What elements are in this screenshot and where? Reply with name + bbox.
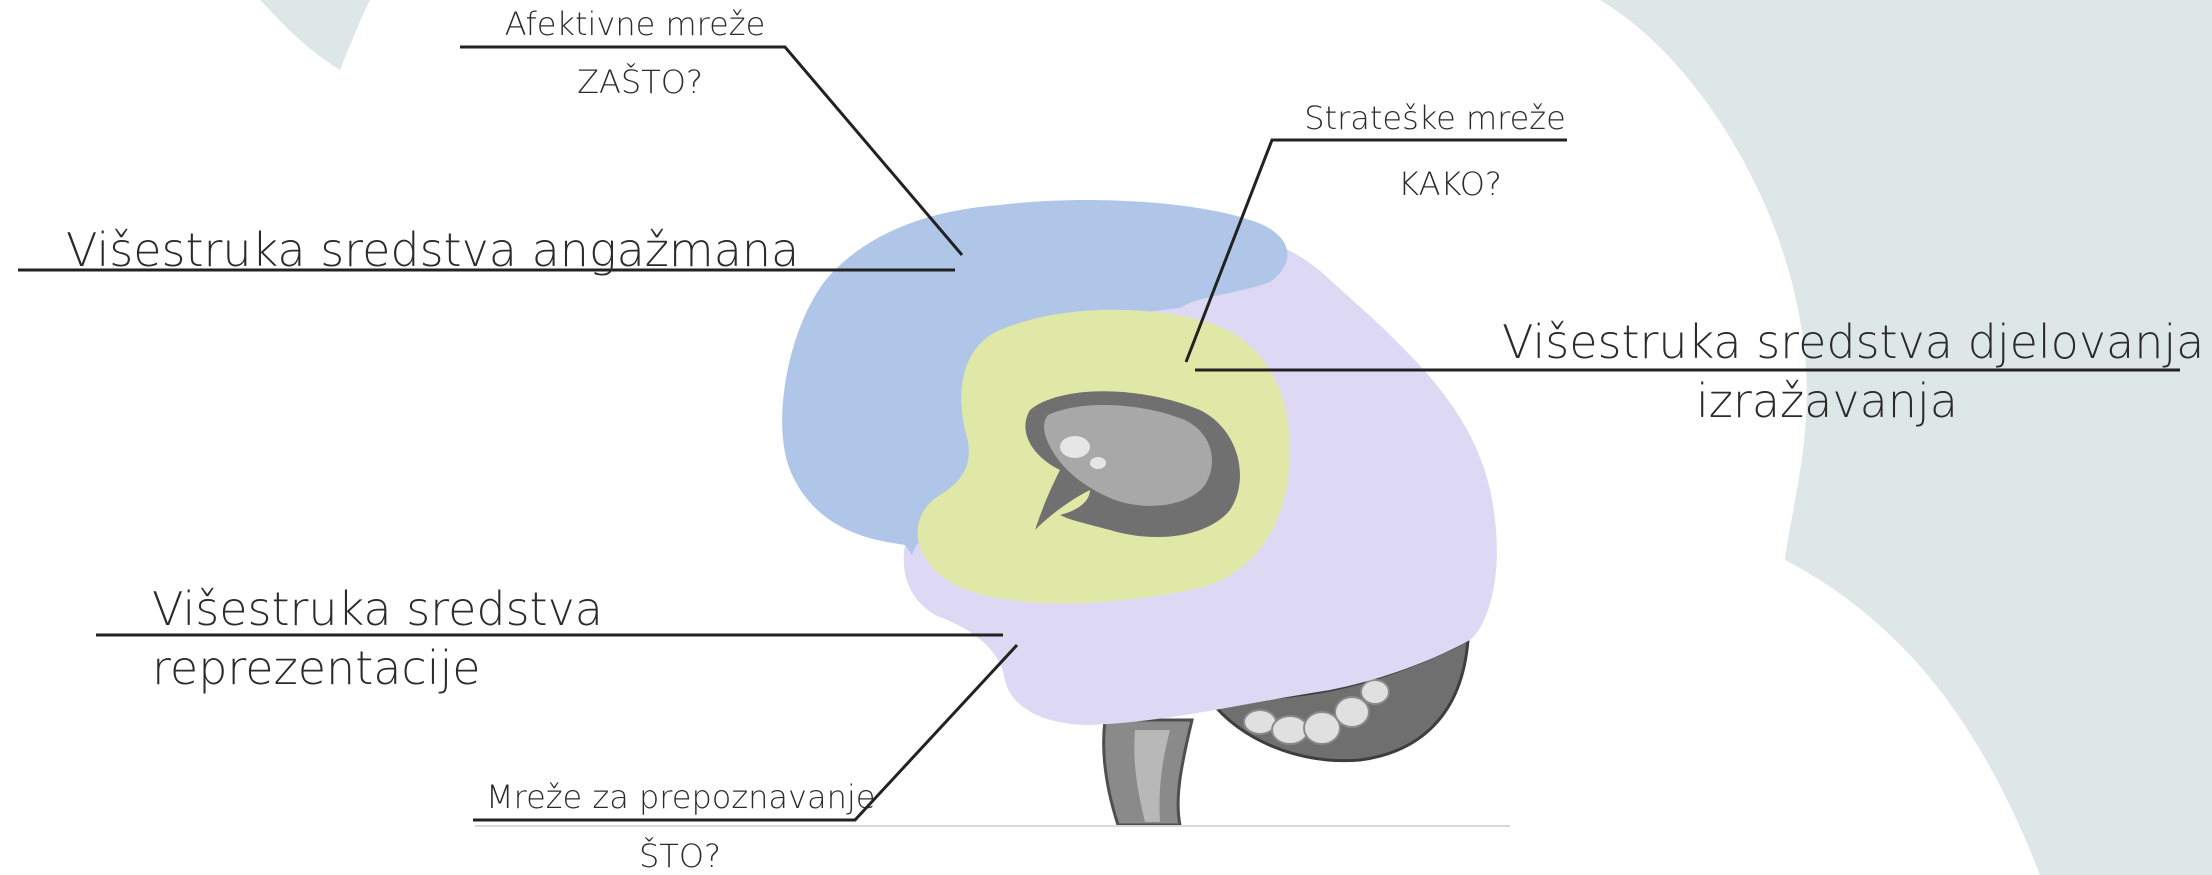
recognition-network-label: Mreže za prepoznavanje [486, 779, 875, 816]
strategic-network-label: Strateške mreže [1290, 100, 1580, 137]
recognition-principle-line1: Višestruka sredstva [152, 583, 603, 636]
affective-network-label: Afektivne mreže [470, 6, 800, 43]
strategic-question-label: KAKO? [1350, 166, 1550, 203]
ventricle-highlight-small [1090, 457, 1106, 469]
strategic-principle-line2: izražavanja [1696, 375, 1958, 428]
background-cloud-corner [260, 0, 370, 70]
affective-question-label: ZAŠTO? [540, 64, 740, 101]
recognition-question-label: ŠTO? [580, 838, 780, 875]
affective-principle-label: Višestruka sredstva angažmana [66, 224, 799, 277]
ventricle-highlight [1060, 436, 1090, 458]
recognition-principle-line2: reprezentacije [152, 642, 481, 695]
strategic-principle-line1: Višestruka sredstva djelovanja i [1502, 316, 2212, 369]
